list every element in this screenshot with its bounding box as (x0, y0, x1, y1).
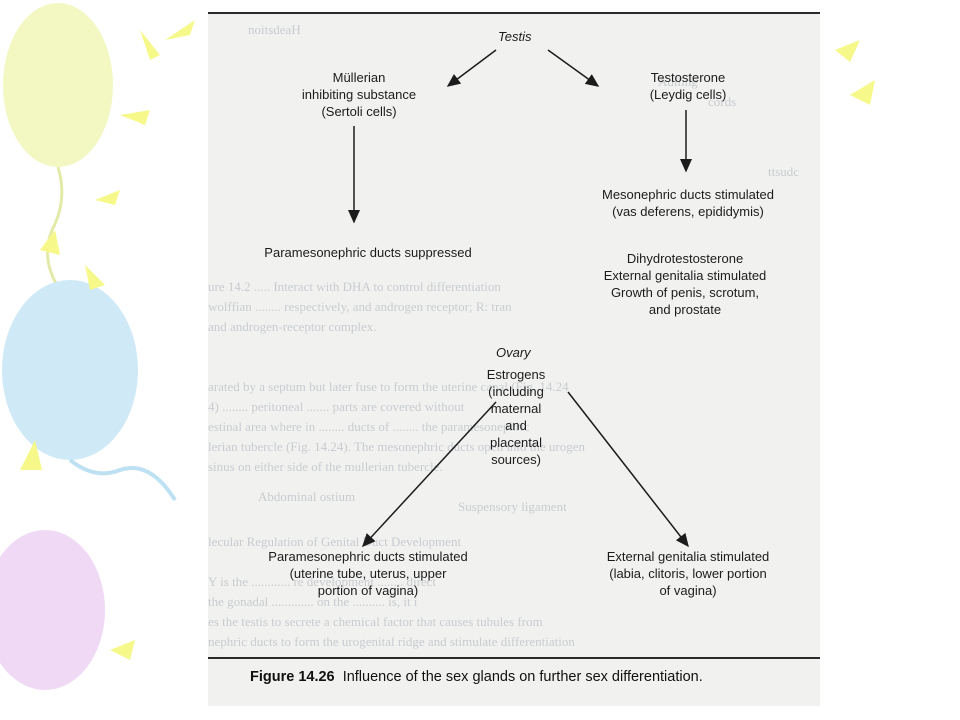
testis-label: Testis (498, 29, 532, 44)
mesonephric-label: Mesonephric ducts stimulated (vas defere… (602, 187, 774, 219)
testosterone-label: Testosterone (Leydig cells) (649, 70, 727, 102)
sparkle-rays (20, 20, 195, 660)
mis-label: Müllerian inhibiting substance (Sertoli … (301, 70, 417, 119)
figure-scan: noitsdeaH Adlling cords ttsudc ure 14.2 … (208, 12, 820, 706)
para-suppressed-label: Paramesonephric ducts suppressed (264, 245, 472, 260)
diagram-arrows (348, 49, 692, 548)
ovary-label: Ovary (496, 345, 531, 360)
purple-balloon (0, 530, 105, 690)
figure-caption: Figure 14.26 Influence of the sex glands… (250, 669, 703, 685)
arrow-estrogen-para (361, 401, 497, 548)
yellow-balloon (3, 3, 113, 167)
external-genitalia-label: External genitalia stimulated (labia, cl… (606, 549, 770, 598)
caption-rule (208, 657, 820, 659)
arrow-estrogen-extgen (567, 391, 689, 548)
arrow-testis-mis (446, 49, 497, 87)
arrow-testis-testosterone (547, 49, 600, 87)
estrogens-label: Estrogens (including maternal and placen… (486, 367, 546, 467)
blue-balloon (2, 280, 138, 460)
dht-label: Dihydrotestosterone External genitalia s… (603, 251, 767, 317)
para-stimulated-label: Paramesonephric ducts stimulated (uterin… (268, 549, 468, 598)
